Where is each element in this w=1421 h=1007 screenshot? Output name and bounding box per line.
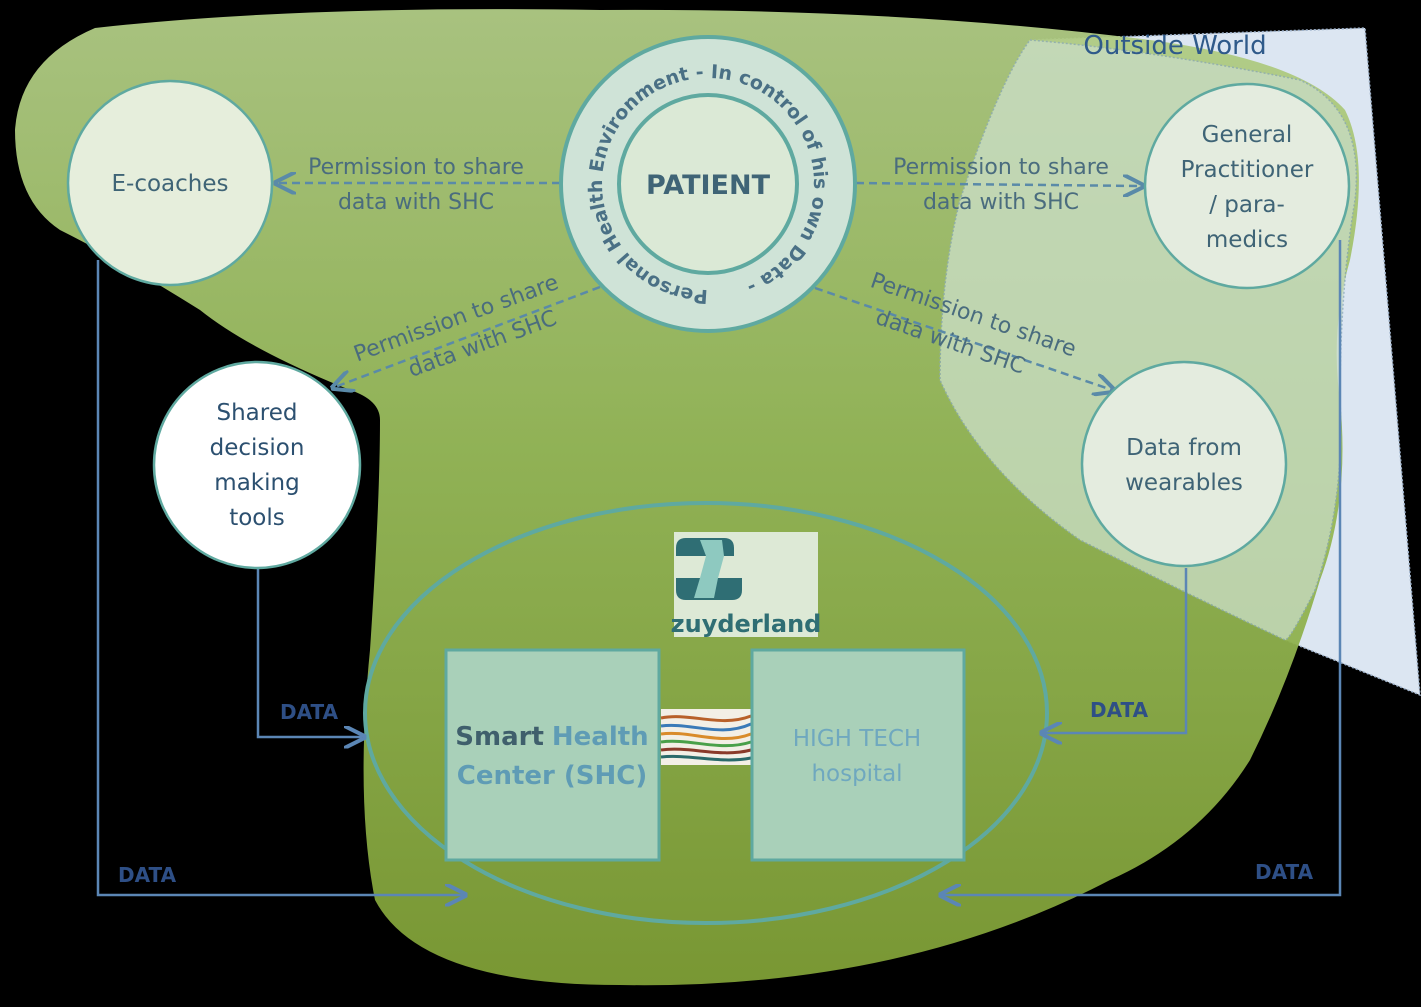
ecoaches-label: E-coaches xyxy=(112,171,229,197)
permission-label-ecoaches: Permission to share data with SHC xyxy=(308,155,524,215)
gp-label-2: Practitioner xyxy=(1181,157,1314,183)
data-line-ecoaches xyxy=(96,260,463,895)
wearables-label-1: Data from xyxy=(1126,435,1242,461)
wearables-node: Data from wearables xyxy=(1080,360,1288,568)
wearables-label-2: wearables xyxy=(1125,470,1243,496)
cable-connector xyxy=(660,709,752,765)
patient-label: PATIENT xyxy=(646,170,771,201)
patient-node: Personal Health Environment - In control… xyxy=(559,35,857,333)
shared-label-2: decision xyxy=(210,435,305,461)
permission-line1: Permission to share xyxy=(308,155,524,180)
permission-line1: Permission to share xyxy=(893,155,1109,180)
shc-ellipse xyxy=(363,501,1049,925)
permission-arrow-shared xyxy=(335,285,601,387)
data-label-wearables: DATA xyxy=(1090,698,1149,722)
data-label-shared: DATA xyxy=(280,700,339,724)
permission-arrow-gp xyxy=(855,183,1141,186)
outside-world-label: Outside World xyxy=(1083,31,1266,61)
gp-node: General Practitioner / para- medics xyxy=(1143,82,1351,290)
data-line-gp xyxy=(943,240,1342,895)
gp-label-3: / para- xyxy=(1209,192,1285,218)
gp-label-4: medics xyxy=(1206,227,1288,253)
shared-label-3: making xyxy=(214,470,299,496)
shared-decision-node: Shared decision making tools xyxy=(152,360,362,570)
ecoaches-node: E-coaches xyxy=(66,79,274,287)
hospital-label-1: HIGH TECH xyxy=(793,726,921,752)
data-label-gp: DATA xyxy=(1255,860,1314,884)
gp-label-1: General xyxy=(1202,122,1293,148)
permission-arrow-wearables xyxy=(814,286,1112,390)
shared-label-1: Shared xyxy=(217,400,298,426)
permission-line2: data with SHC xyxy=(338,190,494,215)
permission-label-gp: Permission to share data with SHC xyxy=(893,155,1109,215)
data-label-ecoaches: DATA xyxy=(118,863,177,887)
data-line-wearables xyxy=(1044,568,1188,733)
data-line-shared xyxy=(256,568,362,737)
hospital-box: HIGH TECH hospital xyxy=(750,648,966,862)
permission-line2: data with SHC xyxy=(923,190,1079,215)
shc-label-line2: Center (SHC) xyxy=(457,761,648,791)
zuyderland-logo: zuyderland xyxy=(671,532,822,638)
hospital-label-2: hospital xyxy=(811,761,902,787)
logo-text: zuyderland xyxy=(671,610,822,638)
shared-label-4: tools xyxy=(229,505,285,531)
